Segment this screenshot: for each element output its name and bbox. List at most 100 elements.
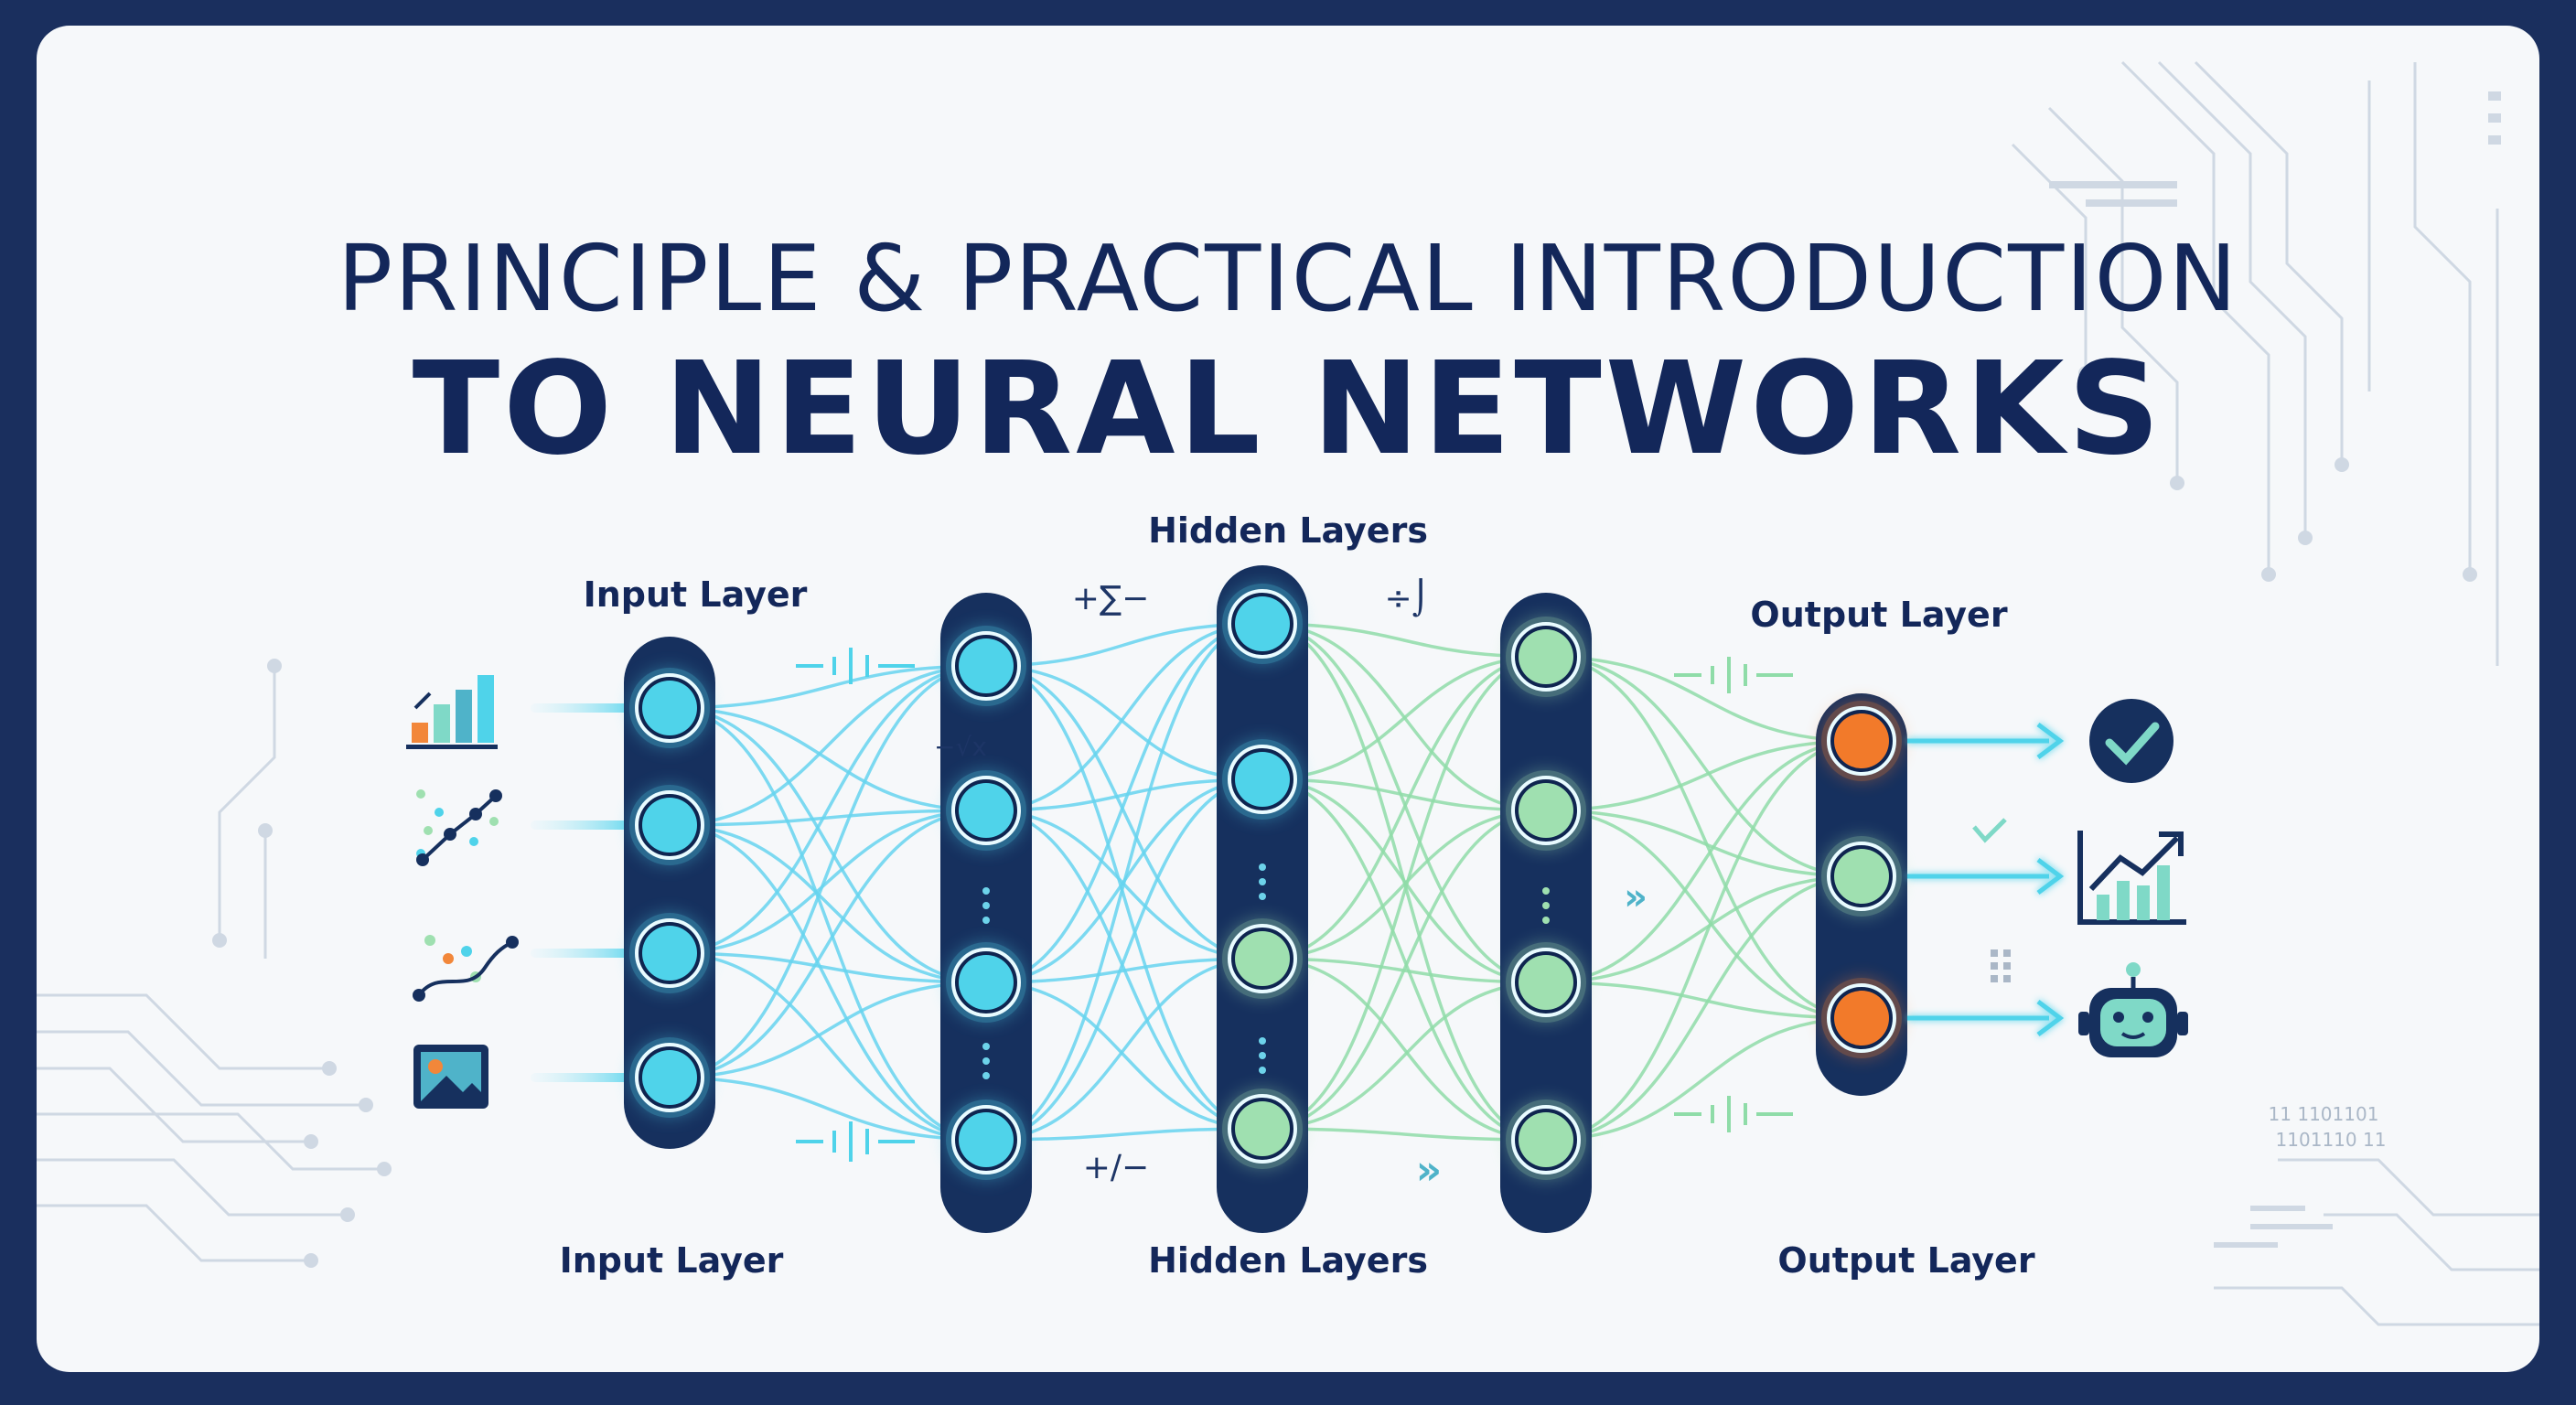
connection-line [669, 706, 987, 812]
chevron-icon: » [1415, 1147, 1443, 1194]
connection-line [669, 664, 987, 710]
connection-line [669, 1076, 987, 1142]
input-neuron [629, 785, 710, 865]
connection-line [1545, 874, 1862, 1142]
sqrt-symbol: −√x [934, 732, 987, 762]
hidden-neuron [946, 626, 1026, 706]
input-beams [531, 703, 631, 1082]
hidden-neuron [946, 942, 1026, 1023]
plus-minus-symbol: +∕− [1082, 1149, 1150, 1186]
connections [669, 622, 1862, 1142]
hidden-neuron [1222, 584, 1303, 664]
connection-line [985, 957, 1263, 1142]
connection-line [1261, 655, 1547, 960]
connection-line [1261, 809, 1547, 960]
network-diagram [37, 60, 2539, 1326]
sum-symbol: +∑− [1071, 580, 1150, 617]
small-check-icon [1972, 818, 2007, 843]
page-title-line2: TO NEURAL NETWORKS [412, 335, 2164, 484]
binary-text: 1101110 11 [2275, 1129, 2387, 1151]
line-graph-icon [413, 935, 519, 1002]
hidden-neuron [1506, 942, 1586, 1023]
hidden-neuron [1222, 918, 1303, 999]
connection-line [1545, 739, 1862, 812]
connection-line [1261, 957, 1547, 1142]
input-neuron [629, 668, 710, 748]
connection-line [1545, 739, 1862, 984]
hidden-neuron [946, 1099, 1026, 1180]
connection-line [1545, 655, 1862, 878]
output-neuron [1821, 701, 1902, 781]
input-neuron [629, 913, 710, 993]
hidden-layers-label-top: Hidden Layers [1148, 510, 1428, 551]
hidden-neuron [1506, 1099, 1586, 1180]
connection-line [669, 664, 987, 827]
connection-line [669, 809, 987, 1079]
trend-chart-icon [2077, 831, 2186, 925]
connection-line [985, 778, 1263, 812]
hidden-layers-label-bottom: Hidden Layers [1148, 1240, 1428, 1281]
connection-line [669, 823, 987, 1142]
connection-line [1545, 809, 1862, 878]
connection-line [669, 981, 987, 1079]
connection-line [669, 809, 987, 955]
connection-line [669, 951, 987, 984]
connection-line [669, 809, 987, 827]
neurons [629, 584, 1902, 1180]
slide-frame: PRINCIPLE & PRACTICAL INTRODUCTION TO NE… [37, 26, 2539, 1372]
connection-line [985, 664, 1263, 1131]
output-layer-label-bottom: Output Layer [1777, 1240, 2035, 1281]
input-neuron [629, 1037, 710, 1118]
connection-line [669, 706, 987, 984]
ellipsis-dots [982, 863, 1550, 1079]
connection-line [985, 981, 1263, 1131]
image-icon [413, 1045, 488, 1109]
connection-line [985, 622, 1263, 1142]
connection-line [985, 664, 1263, 960]
connection-line [1261, 778, 1547, 812]
connection-line [1545, 874, 1862, 984]
connection-line [669, 664, 987, 1079]
circuit-traces-icon [37, 60, 2539, 1326]
dot-grid-icon [1991, 949, 2011, 982]
connection-line [1545, 981, 1862, 1020]
robot-icon [2078, 962, 2188, 1057]
chevron-icon: » [1624, 876, 1648, 918]
connection-line [985, 622, 1263, 984]
output-layer-label-top: Output Layer [1750, 595, 2008, 635]
connection-line [1545, 809, 1862, 1020]
connection-line [985, 957, 1263, 984]
connection-line [669, 664, 987, 955]
bar-chart-icon [406, 675, 498, 749]
hidden-neuron [1222, 739, 1303, 820]
output-neuron [1821, 978, 1902, 1058]
hidden-neuron [1506, 770, 1586, 851]
binary-text: 11 1101101 [2268, 1103, 2379, 1125]
connection-line [1261, 778, 1547, 1142]
connection-line [669, 706, 987, 1142]
connection-line [669, 823, 987, 984]
connection-line [985, 1127, 1263, 1142]
connection-line [1261, 655, 1547, 1131]
connection-line [1261, 981, 1547, 1131]
connection-line [1545, 655, 1862, 743]
connection-line [1545, 739, 1862, 1142]
connection-line [985, 622, 1263, 812]
connection-line [1261, 655, 1547, 781]
connection-line [1261, 778, 1547, 984]
connection-line [985, 622, 1263, 668]
output-neuron [1821, 836, 1902, 917]
connection-line [669, 951, 987, 1142]
input-layer-label-top: Input Layer [583, 574, 808, 615]
scatter-plot-icon [416, 789, 502, 866]
connection-line [1545, 1016, 1862, 1142]
connection-line [985, 778, 1263, 1142]
page-title-line1: PRINCIPLE & PRACTICAL INTRODUCTION [337, 225, 2239, 332]
input-layer-label-bottom: Input Layer [559, 1240, 784, 1281]
connection-line [1261, 809, 1547, 1131]
output-arrows [1907, 723, 2065, 1036]
hidden-neuron [1506, 617, 1586, 697]
divide-symbol: ÷⌡ [1384, 580, 1430, 617]
signal-waveforms [796, 648, 1793, 1162]
check-circle-icon [2089, 699, 2174, 783]
